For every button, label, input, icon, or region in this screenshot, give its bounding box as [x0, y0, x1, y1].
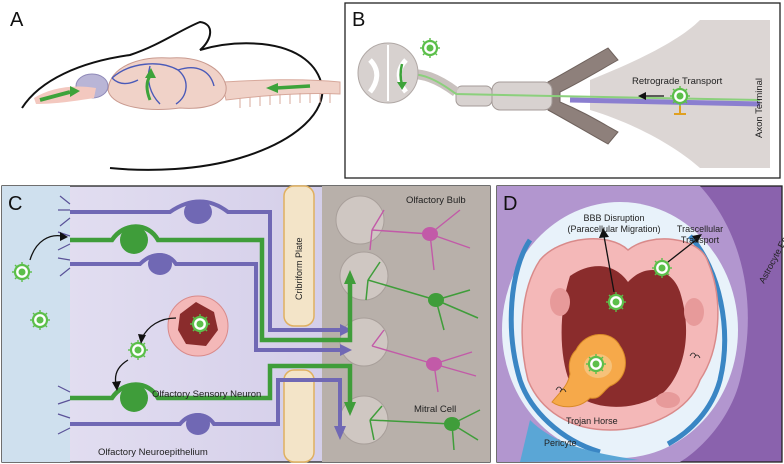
olfactory-cilia [57, 195, 71, 435]
panel-b-letter: B [352, 9, 365, 31]
myelin-sheath-large [547, 47, 619, 145]
mitral-cell [369, 405, 481, 451]
virus-icon [584, 352, 608, 376]
trojan-horse-label: Trojan Horse [566, 416, 618, 426]
spinal-entry-arrow [399, 63, 404, 85]
mitral-cell [371, 329, 477, 393]
microtubule [569, 97, 761, 107]
spinal-nerves [239, 93, 331, 108]
virus-icon [28, 308, 52, 332]
cribriform-plate-upper [283, 185, 315, 327]
spinal-arrow [275, 84, 311, 90]
intranasal-arrow [39, 90, 71, 102]
pericyte-process [508, 238, 601, 455]
pericyte-cell [520, 420, 640, 462]
transcellular-arrow [667, 239, 697, 263]
virus-icon [418, 36, 442, 60]
virus-entry-arrow [29, 234, 63, 261]
spinal-cord-section [357, 42, 419, 104]
axon-segment-1 [455, 85, 493, 107]
mitral-cell-label: Mitral Cell [414, 404, 456, 415]
neuron-uptake-arrow [114, 359, 129, 385]
purple-neuron [70, 199, 352, 336]
panel-d-letter: D [503, 193, 517, 215]
virus-icon [668, 84, 692, 108]
virus-icon [604, 290, 628, 314]
virus-icon [10, 260, 34, 284]
purple-neuron [70, 378, 346, 440]
panel-c: C Cribriform Plate [1, 185, 491, 463]
brain-shape [107, 57, 227, 110]
mitral-cell [369, 209, 471, 271]
olfactory-bulb-label: Olfactory Bulb [406, 195, 466, 206]
transcellular-label-2: Transport [681, 235, 720, 245]
green-neuron [70, 224, 356, 343]
bbb-disruption-label: BBB Disruption [583, 213, 644, 223]
paracellular-arrow [603, 235, 615, 293]
mitral-cell [365, 261, 479, 331]
blood-vessels-brain [111, 63, 215, 105]
transcellular-label-1: Trascellular [677, 224, 723, 234]
spinal-cord [221, 79, 341, 101]
mouse-head-outline [21, 20, 324, 171]
purple-neuron [70, 253, 352, 356]
green-neuron [70, 363, 356, 416]
retrograde-label: Retrograde Transport [632, 76, 723, 87]
pericyte-label: Pericyte [544, 438, 577, 448]
panel-d: D BBB Disruption (Paracellular Migration… [496, 185, 784, 463]
panel-b: B Retrograde Transport Axon Terminal [344, 2, 781, 179]
sensory-neuron-label: Olfactory Sensory Neuron [152, 389, 261, 400]
receptor-icon [674, 106, 686, 115]
tight-junctions [555, 352, 701, 393]
cribriform-plate-label: Cribriform Plate [294, 237, 304, 300]
axon-terminal-label: Axon Terminal [754, 78, 765, 138]
panel-c-letter: C [8, 193, 22, 215]
panel-a: A [10, 9, 341, 171]
virus-icon [188, 312, 212, 336]
neuroepithelium-label: Olfactory Neuroepithelium [98, 447, 208, 458]
panel-a-letter: A [10, 9, 24, 31]
virus-icon [126, 338, 150, 362]
paracellular-label: (Paracellular Migration) [567, 224, 660, 234]
cribriform-plate-lower [283, 369, 315, 463]
